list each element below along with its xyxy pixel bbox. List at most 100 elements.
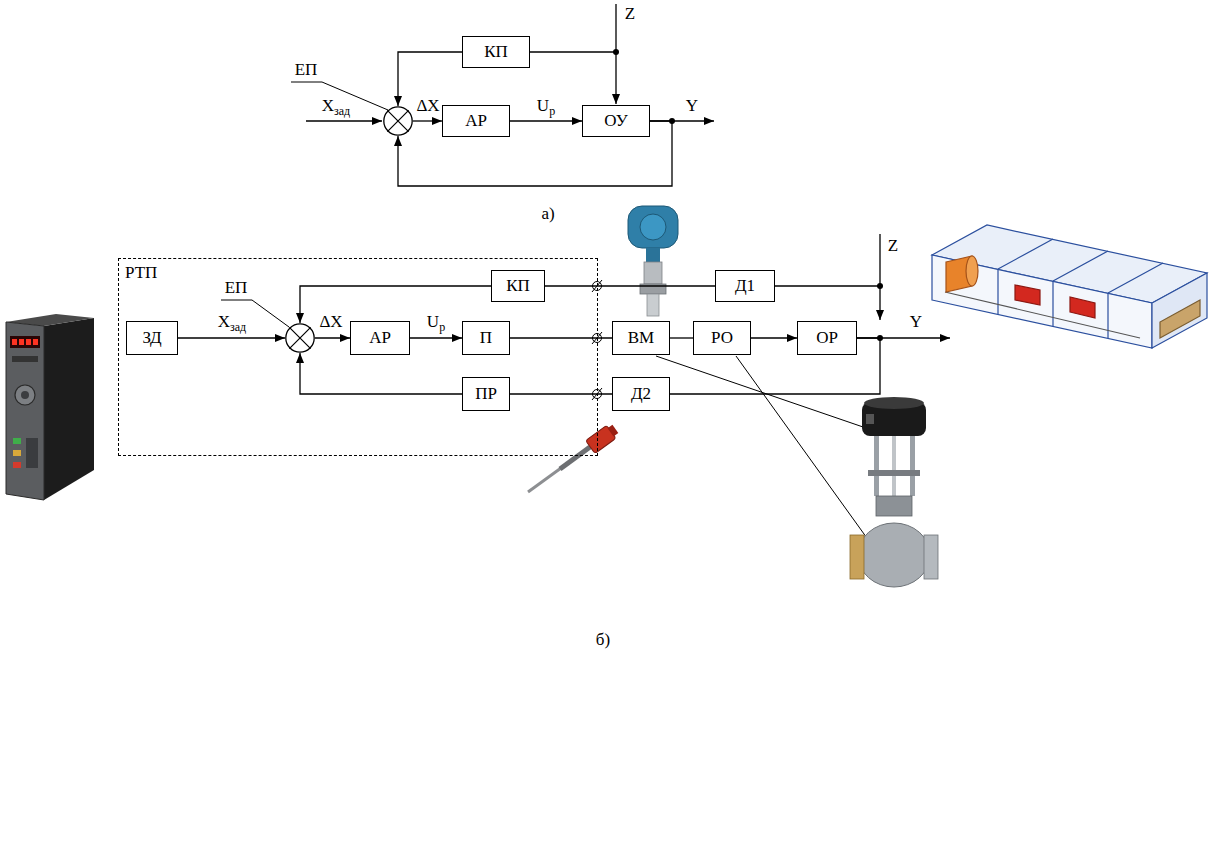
regulator-device: [12, 339, 17, 345]
signal-label: ΔX: [416, 96, 439, 116]
diagram-label: Xзад: [322, 96, 350, 116]
signal-connector: [413, 120, 442, 121]
junction-dot: [613, 49, 883, 341]
block-label: ЗД: [142, 328, 161, 348]
block-label: ОР: [816, 328, 838, 348]
regulator-device: [6, 322, 44, 500]
block-box: П: [462, 321, 510, 355]
signal-connector: [410, 337, 462, 338]
diagram-label: Z: [888, 236, 898, 256]
block-box: ЗД: [126, 321, 178, 355]
block-label: Д2: [631, 384, 651, 404]
diagram-label: б): [596, 630, 610, 650]
furnace-drawing: [1070, 297, 1095, 318]
signal-line: [306, 4, 950, 338]
thermocouple: [608, 425, 619, 437]
control-valve: [850, 397, 938, 587]
control-valve: [910, 436, 915, 496]
signal-connector: [178, 337, 285, 338]
summing-junction: ЕП: [383, 106, 413, 136]
leader-line: [656, 356, 866, 428]
pressure-sensor: [628, 206, 678, 316]
regulator-device: [13, 462, 21, 468]
signal-line: [530, 51, 616, 52]
block-label: АР: [369, 328, 391, 348]
block-box: КП: [462, 36, 530, 68]
thermocouple: [560, 447, 590, 469]
pressure-sensor: [644, 262, 662, 284]
diagram-label: Y: [686, 96, 698, 116]
regulator-device: [13, 450, 21, 456]
pressure-sensor: [646, 248, 660, 262]
control-valve: [892, 436, 896, 498]
signal-label: Xзад: [218, 312, 246, 332]
signal-label: Uр: [427, 312, 445, 332]
block-box: АР: [442, 105, 510, 137]
control-valve: [866, 414, 874, 424]
regulator-device: [13, 438, 21, 444]
summing-junction: ЕП: [285, 323, 315, 353]
signal-connector: [510, 393, 612, 394]
block-box: Д2: [612, 377, 670, 411]
signal-line: [306, 120, 382, 121]
control-valve: [868, 470, 920, 476]
regulator-device: [33, 339, 38, 345]
junction-dot: [613, 49, 619, 55]
block-label: ОУ: [604, 111, 627, 131]
control-valve: [876, 496, 912, 516]
diagram-label: Z: [625, 4, 635, 24]
pressure-sensor: [647, 294, 659, 316]
furnace-drawing: [932, 255, 1152, 348]
pressure-sensor: [628, 206, 678, 248]
summing-symbol: [383, 106, 413, 136]
signal-connector: [510, 120, 582, 121]
furnace-drawing: [932, 225, 1207, 348]
thermocouple: [528, 422, 620, 492]
regulator-device: [21, 391, 29, 399]
regulator-device: [26, 339, 31, 345]
thermocouple: [528, 447, 590, 492]
furnace-drawing: [1152, 273, 1207, 348]
furnace-drawing: [945, 292, 1140, 338]
summing-circle: [286, 324, 314, 352]
subscript: зад: [230, 320, 246, 334]
regulator-device: [6, 314, 94, 500]
block-box: РО: [693, 321, 751, 355]
block-label: ЕП: [295, 60, 318, 80]
block-label: ПР: [475, 384, 497, 404]
block-label: ЕП: [225, 278, 248, 298]
block-label: КП: [506, 276, 530, 296]
block-box: АР: [350, 321, 410, 355]
block-box: ВМ: [612, 321, 670, 355]
signal-connector: [670, 337, 693, 338]
control-valve: [924, 535, 938, 579]
summing-symbol: [285, 323, 315, 353]
control-valve: [850, 535, 864, 579]
regulator-device: [44, 318, 94, 500]
signal-connector: [751, 337, 797, 338]
furnace-drawing: [1160, 300, 1200, 338]
block-label: КП: [484, 42, 508, 62]
signal-connector: [315, 337, 350, 338]
signal-label: ΔX: [319, 312, 342, 332]
signal-connector: [510, 337, 612, 338]
regulator-device: [15, 385, 35, 405]
leader-line: [221, 82, 900, 584]
signal-connector: [300, 353, 462, 394]
furnace-drawing: [1015, 285, 1040, 305]
block-box: КП: [491, 270, 545, 302]
summing-cross: [289, 327, 310, 348]
block-label: Д1: [735, 276, 755, 296]
regulator-device: [10, 336, 40, 348]
block-box: ПР: [462, 377, 510, 411]
controller-group: РТП КП ЗД ЕП АР П ПР: [118, 258, 598, 456]
furnace-drawing: [998, 269, 1108, 338]
subscript: зад: [334, 104, 350, 118]
block-label: РТП: [125, 263, 157, 283]
diagram-label: а): [541, 204, 554, 224]
control-valve: [874, 436, 879, 496]
regulator-device: [12, 356, 38, 362]
block-box: Д1: [715, 270, 775, 302]
junction-dot: [877, 283, 883, 289]
